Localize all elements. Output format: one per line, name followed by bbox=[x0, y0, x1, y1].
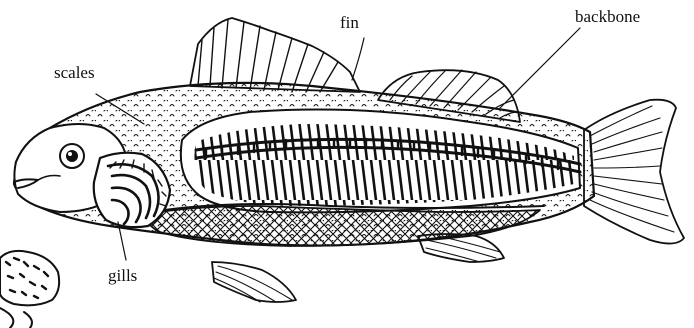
gills-label: gills bbox=[108, 267, 137, 284]
backbone-leader-line bbox=[500, 28, 580, 108]
fin-label: fin bbox=[340, 14, 359, 31]
rock bbox=[0, 251, 59, 328]
fin-leader-line bbox=[352, 38, 364, 80]
scales-label: scales bbox=[54, 64, 95, 81]
dorsal-fin-front bbox=[190, 18, 360, 92]
tail-fin bbox=[584, 100, 684, 244]
backbone-label: backbone bbox=[575, 8, 640, 25]
pelvic-fin bbox=[212, 262, 296, 302]
